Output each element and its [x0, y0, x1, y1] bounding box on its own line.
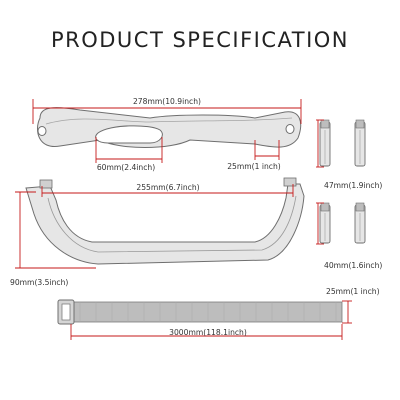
bolt-long-dimension: [316, 119, 324, 168]
top-bar-body: [37, 107, 302, 148]
end-width-label: 25mm(1 inch): [227, 162, 281, 171]
top-bar-hole-left: [37, 126, 47, 136]
strap-body: [71, 301, 343, 323]
bolt-short-label: 40mm(1.6inch): [324, 261, 382, 270]
bar-length-label: 278mm(10.9inch): [133, 97, 201, 106]
long-bolts-part: [319, 119, 366, 167]
end-width-dimension: [254, 140, 280, 160]
handle-width-label: 255mm(6.7inch): [136, 183, 199, 192]
short-bolts-part: [319, 202, 366, 244]
bent-handle-part: [25, 177, 305, 265]
slot-length-label: 60mm(2.4inch): [97, 163, 155, 172]
bolt-short-dimension: [316, 202, 324, 245]
bolt-long-label: 47mm(1.9inch): [324, 181, 382, 190]
top-bar-part: [37, 107, 302, 148]
page-title: PRODUCT SPECIFICATION: [50, 28, 350, 52]
handle-width-dimension: [41, 184, 294, 197]
top-bar-hole-right: [285, 124, 295, 134]
strap-width-dimension: [342, 300, 352, 324]
top-bar-slot: [95, 125, 163, 144]
strap-buckle: [57, 299, 75, 325]
short-bolt-left: [319, 202, 331, 244]
handle-inner-edge: [47, 195, 297, 253]
long-bolt-right: [354, 119, 366, 167]
handle-right-cap: [283, 177, 297, 187]
slot-length-dimension: [95, 137, 163, 163]
long-bolt-left: [319, 119, 331, 167]
short-bolt-right: [354, 202, 366, 244]
strap-length-label: 3000mm(118.1inch): [169, 328, 247, 337]
strap-length-dimension: [70, 324, 343, 340]
handle-height-label: 90mm(3.5inch): [10, 278, 68, 287]
strap-width-label: 25mm(1 inch): [326, 287, 380, 296]
bar-length-dimension: [32, 99, 302, 124]
top-bar-edge-highlight: [45, 117, 293, 125]
handle-height-dimension: [15, 191, 96, 269]
handle-left-cap: [39, 179, 53, 189]
handle-body: [25, 183, 305, 265]
strap-texture: [79, 302, 337, 322]
strap-part: [57, 299, 343, 325]
